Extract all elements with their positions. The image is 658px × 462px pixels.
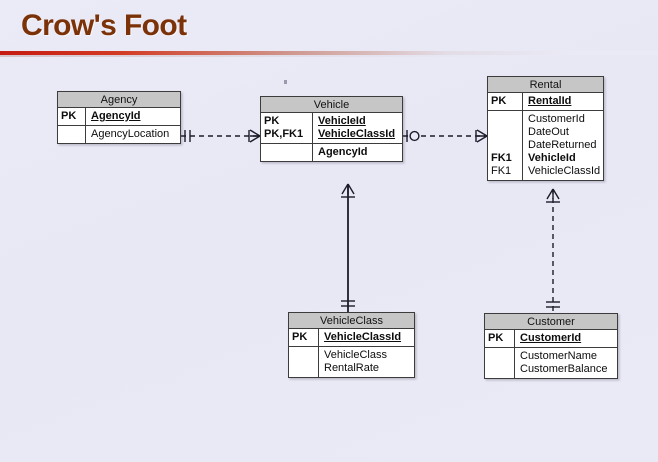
attribute-name: CustomerId — [528, 113, 585, 125]
entity-agency-attributes: AgencyLocation — [86, 126, 180, 143]
entity-rental-attr-key-column: . . . FK1 FK1 — [488, 111, 523, 180]
entity-customer[interactable]: Customer PK CustomerId . . CustomerName … — [484, 313, 618, 379]
entity-agency-key-section: PK AgencyId — [58, 108, 180, 125]
attribute-name: RentalId — [528, 95, 572, 107]
attribute-name: VehicleClassId — [318, 128, 396, 140]
entity-customer-key-column: PK — [485, 330, 515, 347]
entity-customer-attributes: CustomerName CustomerBalance — [515, 348, 617, 378]
entity-vehicleclass[interactable]: VehicleClass PK VehicleClassId . . Vehic… — [288, 312, 415, 378]
entity-agency-attr-section: . AgencyLocation — [58, 125, 180, 143]
key-label: PK — [264, 115, 280, 127]
entity-agency-key-column: PK — [58, 108, 86, 125]
entity-customer-attr-key-column: . . — [485, 348, 515, 378]
connector-vehicleclass-vehicle — [341, 183, 355, 312]
entity-vehicle-key-attributes: VehicleId VehicleClassId — [313, 113, 402, 143]
entity-agency-title: Agency — [58, 92, 180, 108]
title-accent-rule-shadow — [0, 55, 658, 57]
entity-rental-key-column: PK — [488, 93, 523, 110]
slide-header: Crow's Foot — [0, 0, 658, 58]
attribute-name: VehicleId — [528, 152, 576, 164]
entity-agency-key-attributes: AgencyId — [86, 108, 180, 125]
entity-vehicleclass-key-section: PK VehicleClassId — [289, 329, 414, 346]
entity-rental-title: Rental — [488, 77, 603, 93]
entity-vehicle-key-section: PK PK,FK1 VehicleId VehicleClassId — [261, 113, 402, 143]
attribute-name: AgencyLocation — [91, 128, 170, 140]
connector-customer-rental — [546, 188, 560, 313]
key-label: PK — [292, 331, 308, 343]
key-label: PK,FK1 — [264, 128, 304, 140]
attribute-name: DateOut — [528, 126, 569, 138]
attribute-name: AgencyId — [91, 110, 141, 122]
key-label: PK — [61, 110, 77, 122]
entity-customer-key-attributes: CustomerId — [515, 330, 617, 347]
entity-customer-key-section: PK CustomerId — [485, 330, 617, 347]
entity-rental-key-section: PK RentalId — [488, 93, 603, 110]
connector-vehicle-rental — [403, 129, 488, 143]
entity-agency[interactable]: Agency PK AgencyId . AgencyLocation — [57, 91, 181, 144]
entity-rental-attributes: CustomerId DateOut DateReturned VehicleI… — [523, 111, 603, 180]
attribute-name: VehicleId — [318, 115, 366, 127]
attribute-name: VehicleClassId — [324, 331, 402, 343]
entity-vehicle-title: Vehicle — [261, 97, 402, 113]
page-title: Crow's Foot — [21, 9, 187, 42]
entity-vehicle[interactable]: Vehicle PK PK,FK1 VehicleId VehicleClass… — [260, 96, 403, 162]
key-label: PK — [491, 95, 507, 107]
entity-rental-key-attributes: RentalId — [523, 93, 603, 110]
entity-vehicle-attr-key-column: . — [261, 144, 313, 161]
entity-customer-title: Customer — [485, 314, 617, 330]
entity-vehicle-key-column: PK PK,FK1 — [261, 113, 313, 143]
attribute-name: CustomerBalance — [520, 363, 608, 375]
entity-vehicleclass-key-column: PK — [289, 329, 319, 346]
key-label: PK — [488, 332, 504, 344]
attribute-name: VehicleClassId — [528, 165, 601, 177]
er-diagram: Agency PK AgencyId . AgencyLocation Ve — [0, 58, 658, 462]
entity-vehicle-attributes: AgencyId — [313, 144, 402, 161]
entity-agency-attr-key-column: . — [58, 126, 86, 143]
entity-vehicleclass-key-attributes: VehicleClassId — [319, 329, 414, 346]
stray-artifact-dot — [284, 80, 287, 84]
entity-rental-attr-section: . . . FK1 FK1 CustomerId DateOut DateRet… — [488, 110, 603, 180]
entity-customer-attr-section: . . CustomerName CustomerBalance — [485, 347, 617, 378]
attribute-name: CustomerId — [520, 332, 582, 344]
connector-agency-vehicle — [181, 129, 261, 143]
attribute-name: AgencyId — [318, 146, 368, 158]
key-label: FK1 — [491, 165, 512, 177]
entity-rental[interactable]: Rental PK RentalId . . . FK1 FK1 Cus — [487, 76, 604, 181]
attribute-name: RentalRate — [324, 362, 380, 374]
attribute-name: CustomerName — [520, 350, 598, 362]
entity-vehicleclass-attributes: VehicleClass RentalRate — [319, 347, 414, 377]
entity-vehicleclass-attr-section: . . VehicleClass RentalRate — [289, 346, 414, 377]
attribute-name: DateReturned — [528, 139, 597, 151]
title-accent-rule — [0, 51, 658, 55]
entity-vehicleclass-attr-key-column: . . — [289, 347, 319, 377]
attribute-name: VehicleClass — [324, 349, 387, 361]
entity-vehicleclass-title: VehicleClass — [289, 313, 414, 329]
key-label: FK1 — [491, 152, 512, 164]
entity-vehicle-attr-section: . AgencyId — [261, 143, 402, 161]
